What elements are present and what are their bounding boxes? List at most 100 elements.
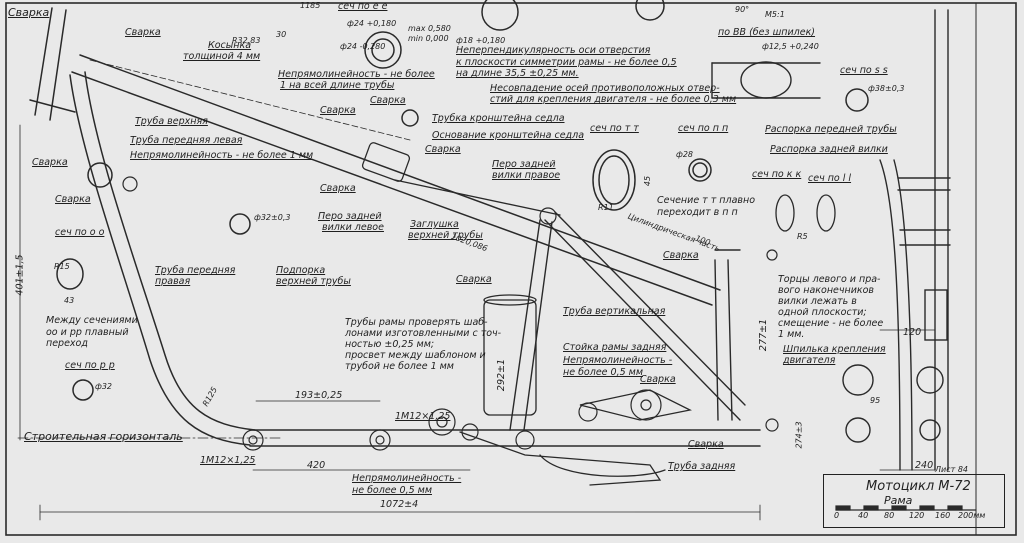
scale-tick-2: 80 [884, 511, 895, 520]
label-svarka-5: Сварка [370, 95, 406, 106]
label-neprjam-note-1: Непрямолинейность - не более [278, 69, 435, 80]
dim-m51: М5:1 [765, 10, 785, 19]
title-block: Мотоцикл М-72 Рама 0 40 80 120 160 200мм [823, 474, 1005, 528]
seat-bracket [361, 142, 411, 182]
label-podporka-1: Подпорка [276, 265, 326, 276]
rear-stays [394, 179, 746, 431]
label-torcy-4: одной плоскости; [778, 307, 867, 318]
dim-r5: R5 [797, 232, 808, 241]
lugs [122, 176, 779, 451]
steering-head [29, 7, 76, 121]
section-title-kk: сеч по к к [752, 169, 802, 180]
label-pero-levoe-2: вилки левое [322, 222, 384, 233]
label-sechenie-tt-1: Сечение т т плавно [657, 195, 756, 206]
dim-125: ф12,5 +0,240 [762, 42, 819, 51]
label-torcy-3: вилки лежать в [778, 296, 857, 307]
sheet-number: Лист 84 [935, 465, 968, 474]
label-neprjam-note-2: 1 на всей длине трубы [280, 80, 395, 91]
section-title-pr: сеч по р р [65, 360, 115, 371]
dim-45: 45 [643, 175, 653, 187]
label-neprjam-05a-1: Непрямолинейность - [563, 355, 673, 366]
dim-1072: 1072±4 [380, 499, 419, 510]
part-text: Рама [884, 494, 913, 507]
dim-292: 292±1 [496, 358, 508, 392]
section-title-ee: сеч по е е [338, 1, 388, 12]
dim-193: 193±0,25 [295, 390, 343, 401]
label-torcy-6: 1 мм. [778, 329, 805, 340]
label-shpilka-1: Шпилька крепления [783, 344, 886, 355]
dim-r3283: R32,83 [232, 36, 261, 45]
label-svarka-1: Сварка [8, 6, 50, 19]
label-mezhdu-3: переход [46, 338, 88, 349]
sheet-border [5, 2, 1017, 536]
label-truby-5: трубой не более 1 мм [345, 361, 454, 372]
dim-m12-a: 1М12×1,25 [200, 455, 256, 466]
scale-tick-4: 160 [935, 511, 951, 520]
dim-18: ф18 +0,180 [456, 36, 506, 45]
section-title-tt: сеч по т т [590, 123, 639, 134]
rear-view [842, 9, 951, 471]
label-stroitelnaya: Строительная горизонталь [24, 430, 183, 443]
label-truby-1: Трубы рамы проверять шаб- [345, 317, 488, 328]
label-neprjam-05b-2: не более 0,5 мм [352, 485, 432, 496]
dim-1185: 1185 [300, 1, 321, 10]
label-trubka-kronshteina: Трубка кронштейна седла [432, 113, 565, 124]
scale-tick-1: 40 [858, 511, 869, 520]
vertical-box [483, 294, 537, 416]
label-pero-levoe-1: Перо задней [318, 211, 382, 222]
label-osnovanie-kronshteina: Основание кронштейна седла [432, 130, 585, 141]
label-zaglushka-1: Заглушка [410, 219, 459, 230]
top-tube [71, 54, 721, 306]
dim-401: 401±1,5 [14, 254, 26, 296]
dim-240: 240 [915, 460, 934, 471]
label-svarka-12: Сварка [688, 439, 724, 450]
dim-32b: ф32 [95, 382, 113, 391]
label-raspora-zadnei: Распорка задней вилки [770, 144, 888, 155]
dim-m12-b: 1М12×1,25 [395, 411, 451, 422]
label-svarka-2: Сварка [125, 27, 161, 38]
label-truba-vertikalnaya: Труба вертикальная [563, 306, 666, 317]
dim-32a: ф32±0,3 [254, 213, 291, 222]
section-title-oo: сеч по о о [55, 227, 105, 238]
label-nesovpad-2: стий для крепления двигателя - не более … [490, 94, 737, 105]
label-truba-perednyaya-levaya: Труба передняя левая [130, 135, 243, 146]
section-title-ss: сеч по s s [840, 65, 888, 76]
label-truba-zadnyaya: Труба задняя [668, 461, 736, 472]
dim-r15: R15 [54, 262, 70, 271]
label-truby-3: ностью ±0,25 мм; [345, 339, 435, 350]
label-neperpend-2: к плоскости симметрии рамы - не более 0,… [456, 57, 677, 68]
dim-28: ф28 [676, 150, 694, 159]
label-torcy-5: смещение - не более [778, 318, 884, 329]
label-neperpend-3: на длине 35,5 ±0,25 мм. [456, 68, 579, 79]
label-truby-4: просвет между шаблоном и [345, 350, 486, 361]
dim-420: 420 [307, 460, 326, 471]
lower-links [459, 389, 692, 486]
dimension-lines [17, 124, 936, 521]
scale-tick-0: 0 [834, 511, 840, 520]
label-svarka-6: Сварка [320, 105, 356, 116]
label-svarka-3: Сварка [32, 157, 68, 168]
label-truba-verkhnyaya: Труба верхняя [135, 116, 208, 127]
section-circles [56, 0, 869, 401]
label-raspora-perednei: Распорка передней трубы [765, 124, 897, 135]
label-truba-perednyaya-pravaya-2: правая [155, 276, 191, 287]
label-svarka-8: Сварка [320, 183, 356, 194]
label-svarka-4: Сварка [55, 194, 91, 205]
scale-tick-3: 120 [909, 511, 925, 520]
label-pero-pravoe-2: вилки правое [492, 170, 561, 181]
dim-min: min 0,000 [408, 34, 449, 43]
label-svarka-9: Сварка [456, 274, 492, 285]
dim-24a: ф24 +0,180 [347, 19, 397, 28]
dim-95: 95 [870, 396, 881, 405]
view-bb [711, 61, 821, 99]
label-kosynka: Косынка [208, 40, 252, 51]
dim-24b: ф24 -0,280 [340, 42, 386, 51]
scale-tick-5: 200мм [958, 511, 986, 520]
dim-274: 274±3 [794, 421, 804, 449]
scale-bar [835, 505, 977, 511]
label-pero-pravoe-1: Перо задней [492, 159, 556, 170]
label-svarka-11: Сварка [640, 374, 676, 385]
label-truba-perednyaya-pravaya-1: Труба передняя [155, 265, 236, 276]
